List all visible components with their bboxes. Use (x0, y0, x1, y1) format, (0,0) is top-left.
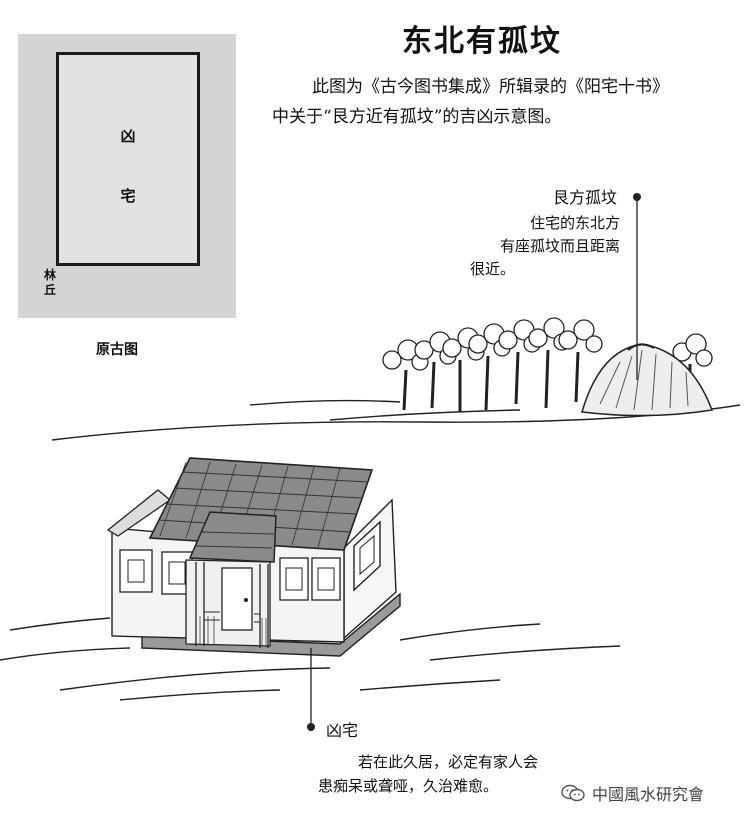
page-title: 东北有孤坟 (402, 24, 562, 59)
original-map-char-bottom: 宅 (120, 187, 136, 205)
house (106, 457, 401, 657)
tree (528, 317, 571, 409)
wechat-icon (561, 784, 585, 802)
grave-desc-line-2: 有座孤坟而且距离 (499, 237, 620, 255)
original-map-image: 凶 宅 林 丘 (18, 34, 236, 318)
intro-paragraph: 此图为《古今图书集成》所辑录的《阳宅十书》 中关于“艮方近有孤坟”的吉凶示意图。 (272, 72, 722, 132)
house-description: 若在此久居，必定有家人会 患痴呆或聋哑，久治难愈。 (318, 750, 598, 798)
original-map-caption: 原古图 (96, 342, 138, 358)
grave-desc-line-1: 住宅的东北方 (529, 214, 620, 232)
grave-label: 艮方孤坟 (553, 188, 618, 207)
watermark-text: 中國風水研究會 (592, 785, 705, 804)
original-map-footer-2: 丘 (44, 283, 57, 297)
grave-description: 住宅的东北方 有座孤坟而且距离 很近。 (470, 212, 620, 281)
intro-line-2: 中关于“艮方近有孤坟”的吉凶示意图。 (272, 107, 562, 127)
original-map-char-top: 凶 (120, 127, 136, 145)
grave-desc-line-3: 很近。 (470, 260, 516, 278)
tree (672, 333, 713, 404)
tree (558, 319, 603, 403)
original-map-frame: 凶 宅 (56, 52, 200, 266)
house-label: 凶宅 (326, 721, 359, 740)
tree (382, 339, 429, 411)
watermark: 中國風水研究會 (560, 781, 704, 805)
house-desc-line-2: 患痴呆或聋哑，久治难愈。 (318, 777, 499, 795)
original-map-footer: 林 丘 (44, 268, 58, 298)
intro-line-1: 此图为《古今图书集成》所辑录的《阳宅十书》 (312, 77, 669, 97)
house-desc-line-1: 若在此久居，必定有家人会 (358, 753, 539, 771)
tree-row (382, 317, 713, 412)
grave-mound (581, 343, 714, 417)
original-map-footer-1: 林 (44, 268, 57, 282)
